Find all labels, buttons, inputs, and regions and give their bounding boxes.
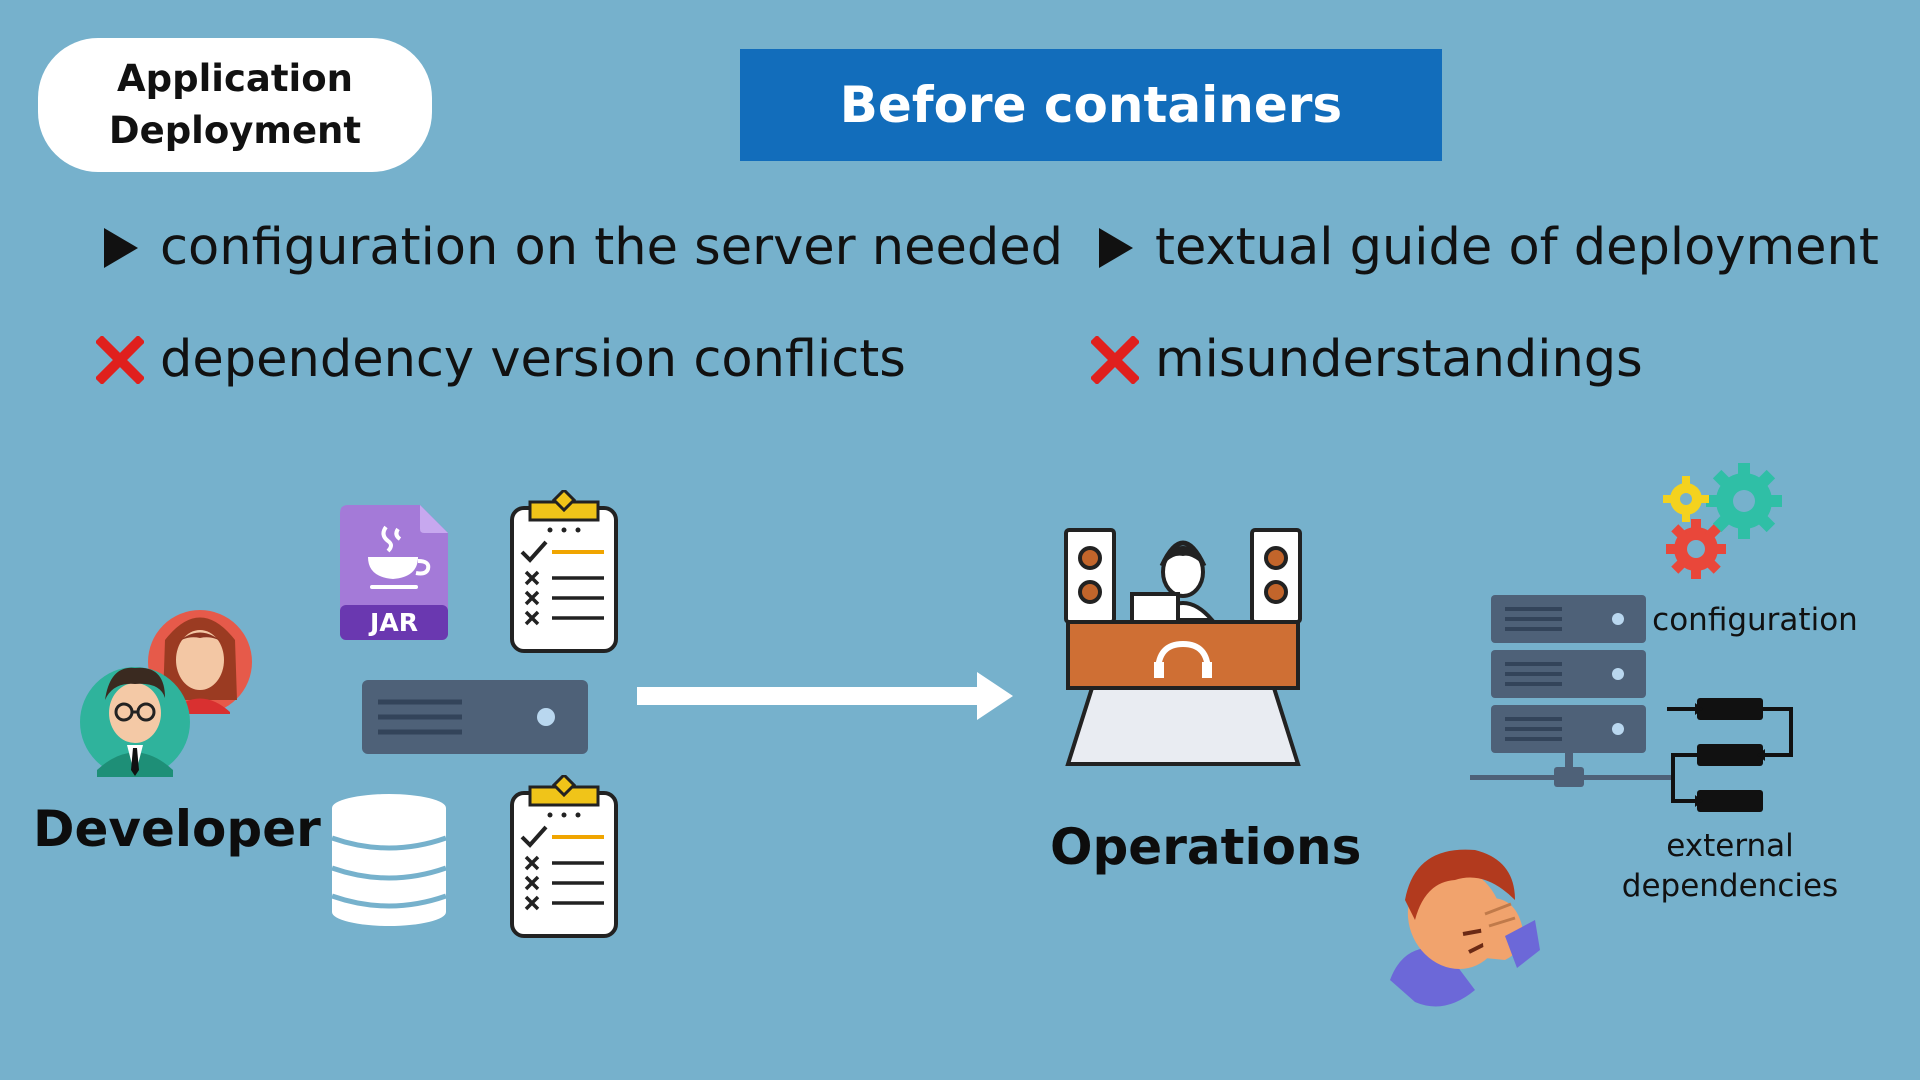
developer-avatars-icon bbox=[80, 610, 252, 777]
configuration-label: configuration bbox=[1652, 602, 1858, 638]
server-rack-icon bbox=[1470, 595, 1675, 787]
external-line-2: dependencies bbox=[1621, 868, 1839, 904]
point-dependency-conflicts: dependency version conflicts bbox=[90, 330, 906, 389]
point-config-needed: configuration on the server needed bbox=[90, 218, 1063, 277]
slide-title: Before containers bbox=[740, 49, 1442, 161]
server-icon bbox=[362, 680, 588, 754]
point-text: configuration on the server needed bbox=[160, 218, 1064, 277]
operations-desk-icon bbox=[1064, 528, 1302, 766]
database-icon bbox=[331, 794, 447, 926]
gears-icon bbox=[1663, 463, 1782, 579]
topic-badge: Application Deployment bbox=[38, 38, 432, 172]
point-misunderstandings: misunderstandings bbox=[1085, 330, 1643, 389]
external-line-1: external bbox=[1666, 828, 1794, 864]
topic-line-2: Deployment bbox=[108, 109, 362, 152]
jar-label: JAR bbox=[370, 608, 418, 637]
jar-file-icon: JAR bbox=[340, 505, 448, 640]
developer-label: Developer bbox=[33, 800, 321, 858]
red-cross-icon bbox=[1085, 335, 1145, 384]
operations-label: Operations bbox=[1050, 818, 1362, 876]
dependencies-icon bbox=[1667, 698, 1793, 812]
frustrated-person-icon bbox=[1390, 849, 1540, 1007]
point-text: misunderstandings bbox=[1155, 330, 1643, 389]
checklist-icon bbox=[510, 490, 618, 653]
red-cross-icon bbox=[90, 335, 150, 384]
point-text: textual guide of deployment bbox=[1155, 218, 1879, 277]
checklist-icon bbox=[510, 775, 618, 938]
arrow-right-icon bbox=[637, 672, 1013, 720]
topic-line-1: Application bbox=[116, 57, 353, 100]
play-arrow-icon bbox=[90, 226, 150, 270]
point-textual-guide: textual guide of deployment bbox=[1085, 218, 1879, 277]
point-text: dependency version conflicts bbox=[160, 330, 906, 389]
external-dependencies-label: external dependencies bbox=[1620, 826, 1840, 906]
play-arrow-icon bbox=[1085, 226, 1145, 270]
